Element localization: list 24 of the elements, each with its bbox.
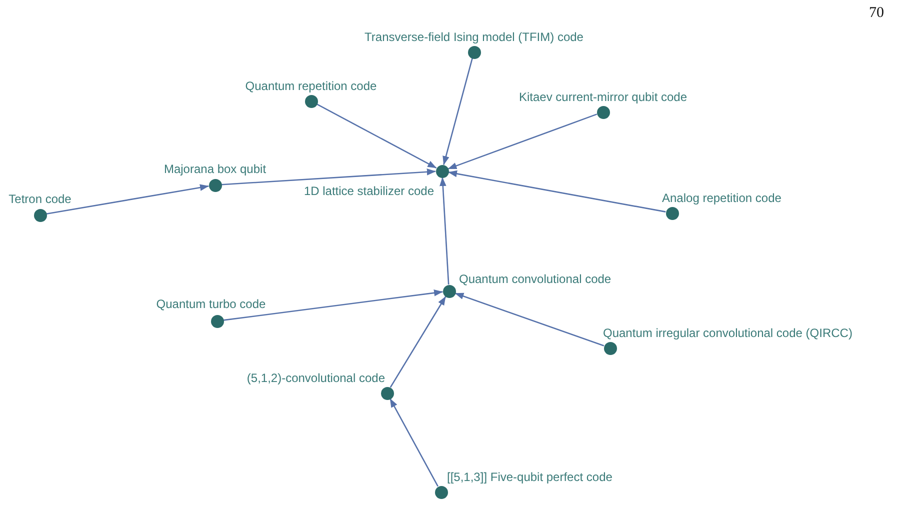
node-label: 1D lattice stabilizer code	[304, 184, 434, 198]
node-label: (5,1,2)-convolutional code	[246, 371, 385, 385]
node-label: Quantum turbo code	[156, 297, 266, 311]
node-label: Transverse-field Ising model (TFIM) code	[364, 30, 584, 44]
arrow	[390, 398, 438, 487]
arrow	[221, 168, 436, 186]
node-label: Quantum irregular convolutional code (QIRCC)	[603, 326, 852, 340]
arrow	[448, 114, 598, 170]
arrow	[442, 58, 473, 166]
arrow	[316, 104, 437, 168]
node-label: [[5,1,3]] Five-qubit perfect code	[447, 470, 612, 484]
arrow	[448, 170, 666, 212]
node-label: Analog repetition code	[662, 191, 782, 205]
node-label: Quantum convolutional code	[459, 272, 612, 286]
arrow	[390, 296, 446, 388]
arrow	[440, 177, 450, 285]
arrow	[46, 184, 209, 215]
arrow	[223, 290, 443, 321]
node-label: Tetron code	[8, 192, 72, 206]
arrow	[454, 292, 604, 346]
node-label: Majorana box qubit	[164, 162, 266, 176]
node-label: Kitaev current-mirror qubit code	[518, 90, 688, 104]
page-number: 70	[869, 4, 884, 22]
node-label: Quantum repetition code	[245, 79, 377, 93]
